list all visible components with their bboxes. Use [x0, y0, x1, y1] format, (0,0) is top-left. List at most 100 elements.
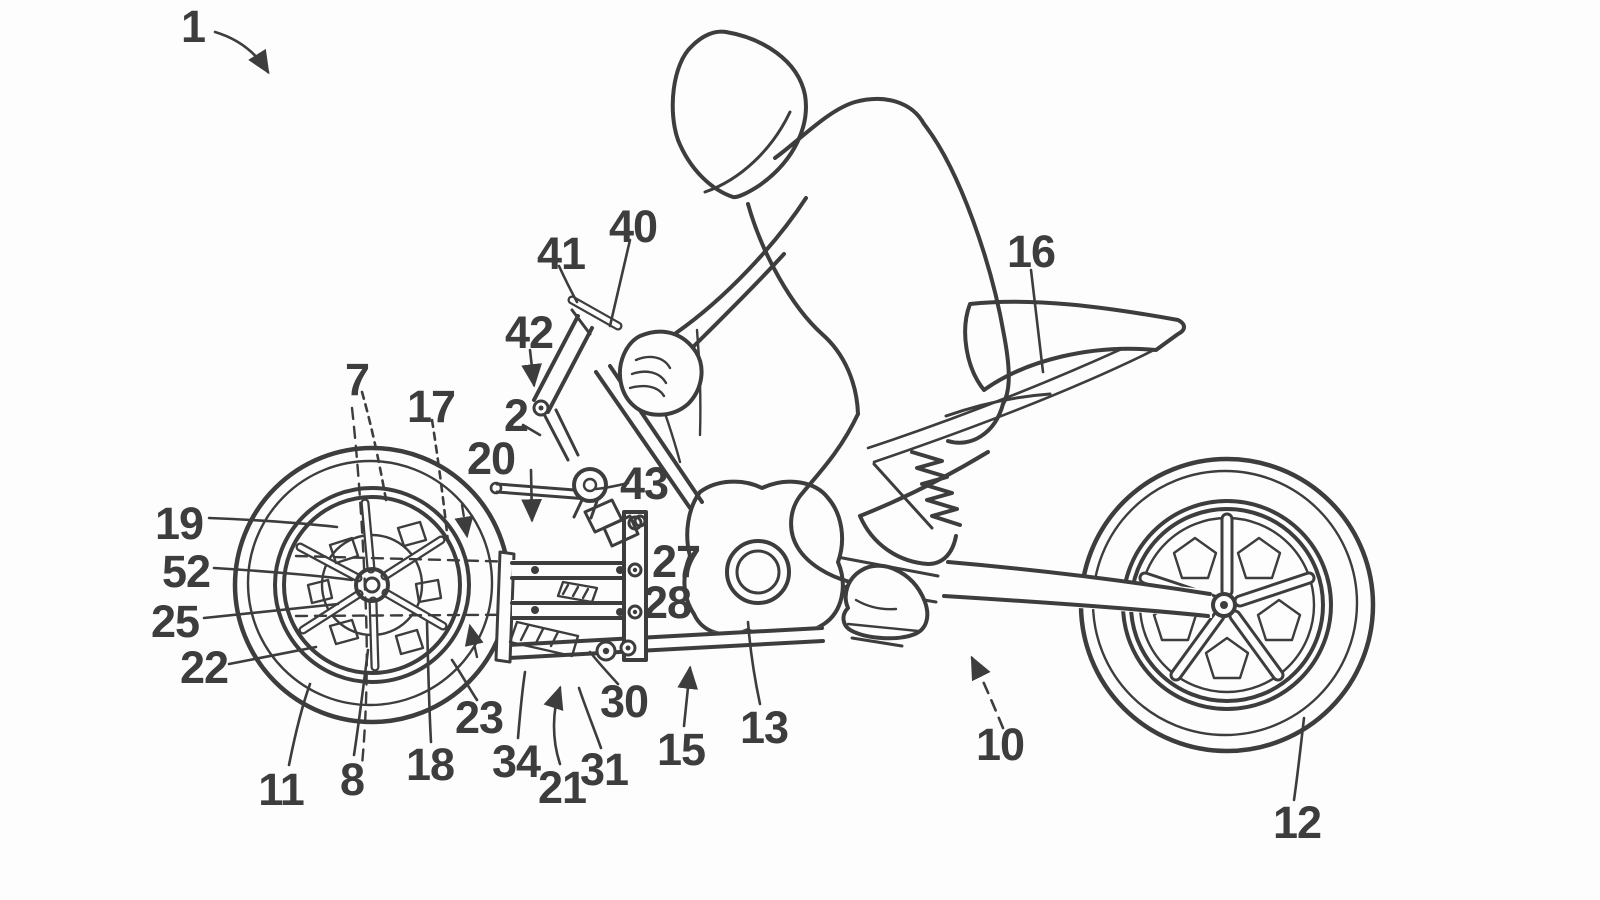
steering-axis-dashed [350, 406, 368, 767]
steering-link [543, 408, 580, 462]
engine [682, 479, 845, 640]
leader-15-arrow [677, 665, 699, 728]
front-tire-bead [273, 486, 471, 684]
leader-52 [212, 566, 354, 582]
leader-17 [430, 418, 450, 544]
lower-arm [510, 601, 627, 620]
rider-calf [858, 514, 958, 566]
rider-thigh-knee-shin [789, 412, 860, 584]
rider-torso-front [746, 202, 860, 416]
ref-label-16: 16 [1007, 226, 1055, 277]
leader-16 [1029, 268, 1045, 374]
ref-label-30: 30 [600, 676, 648, 727]
front-hub-hardware [306, 520, 443, 656]
ref-label-20: 20 [467, 433, 515, 484]
leader-2 [521, 423, 542, 437]
leader-7 [360, 390, 388, 502]
ref-label-25: 25 [151, 596, 199, 647]
leader-22 [227, 645, 318, 666]
tie-rod-ball-joint [572, 467, 608, 503]
leader-30 [588, 650, 620, 686]
ref-label-19: 19 [155, 498, 203, 549]
tie-rod-left-end [489, 481, 503, 495]
leader-20-arrow [521, 468, 542, 523]
rider-hip [946, 402, 1005, 445]
ref-label-21: 21 [538, 762, 586, 813]
lower-arm-axis-dashed [294, 612, 634, 618]
kingpin-arrow-down [454, 503, 474, 539]
ref-label-22: 22 [180, 642, 228, 693]
leader-43 [594, 481, 630, 491]
helmet-chin-line [703, 110, 792, 194]
front-tire-sidewall [246, 459, 494, 707]
lower-long-arm [505, 626, 825, 660]
swingarm-bottom [942, 594, 1210, 618]
leader-40 [608, 238, 632, 328]
leader-19 [207, 516, 339, 529]
footpeg [850, 636, 904, 648]
subframe-rail-lower [872, 346, 1160, 464]
engine-case [682, 479, 845, 640]
front-rim [282, 495, 462, 675]
ref-label-28: 28 [643, 577, 691, 628]
ref-label-10: 10 [976, 719, 1024, 770]
leader-13 [746, 620, 762, 706]
rider-boot [841, 563, 930, 641]
leader-8 [352, 648, 370, 757]
ref-label-23: 23 [455, 692, 503, 743]
helmet [670, 29, 808, 200]
front-axle [363, 576, 381, 594]
leader-11 [287, 682, 312, 767]
hatched-bracket [508, 580, 599, 658]
leader-1-arrow [213, 30, 270, 75]
boot-sole-lines [846, 598, 920, 633]
rider-glove [617, 329, 704, 417]
upper-arm [510, 561, 627, 580]
construction-lines [294, 406, 634, 767]
leader-23 [450, 658, 479, 702]
leader-21-arrow [543, 685, 564, 766]
ref-label-43: 43 [620, 458, 668, 509]
leader-10-arrow [970, 655, 1005, 730]
leader-12 [1292, 716, 1306, 802]
front-spokes [295, 498, 448, 672]
link-plate [622, 510, 648, 662]
knuckle-upright [494, 550, 516, 664]
upper-arm-axis-dashed [294, 554, 634, 567]
rider [617, 29, 1011, 648]
ref-label-8: 8 [340, 754, 364, 805]
ref-label-34: 34 [492, 736, 541, 787]
engine-cover-outer [725, 539, 791, 605]
leader-18 [425, 620, 433, 744]
glove-fingers [628, 355, 672, 398]
front-hub [354, 567, 390, 603]
ref-label-42: 42 [505, 307, 553, 358]
rider-arm-top [674, 196, 808, 335]
leader-34 [516, 670, 527, 740]
shock-spring [910, 450, 962, 527]
swingarm [828, 554, 1237, 618]
leader-lines [202, 30, 1306, 802]
ref-label-17: 17 [407, 381, 455, 432]
ref-label-15: 15 [657, 724, 705, 775]
ref-label-18: 18 [406, 739, 454, 790]
column-cap [570, 308, 592, 336]
leader-41 [557, 264, 579, 304]
ref-label-7: 7 [345, 354, 369, 405]
steering-upright-blocks [583, 498, 647, 548]
front-suspension-linkage [494, 498, 825, 664]
ref-label-41: 41 [537, 228, 585, 279]
front-wheel [232, 445, 512, 725]
rider-back [773, 97, 1011, 406]
ref-label-1: 1 [181, 1, 205, 52]
swingarm-top [946, 560, 1212, 596]
ref-label-11: 11 [258, 764, 304, 815]
ref-label-2: 2 [504, 390, 528, 441]
ref-label-13: 13 [740, 702, 788, 753]
leader-42-arrow [521, 348, 542, 388]
ref-label-40: 40 [609, 201, 657, 252]
rider-thigh-under [858, 450, 990, 518]
